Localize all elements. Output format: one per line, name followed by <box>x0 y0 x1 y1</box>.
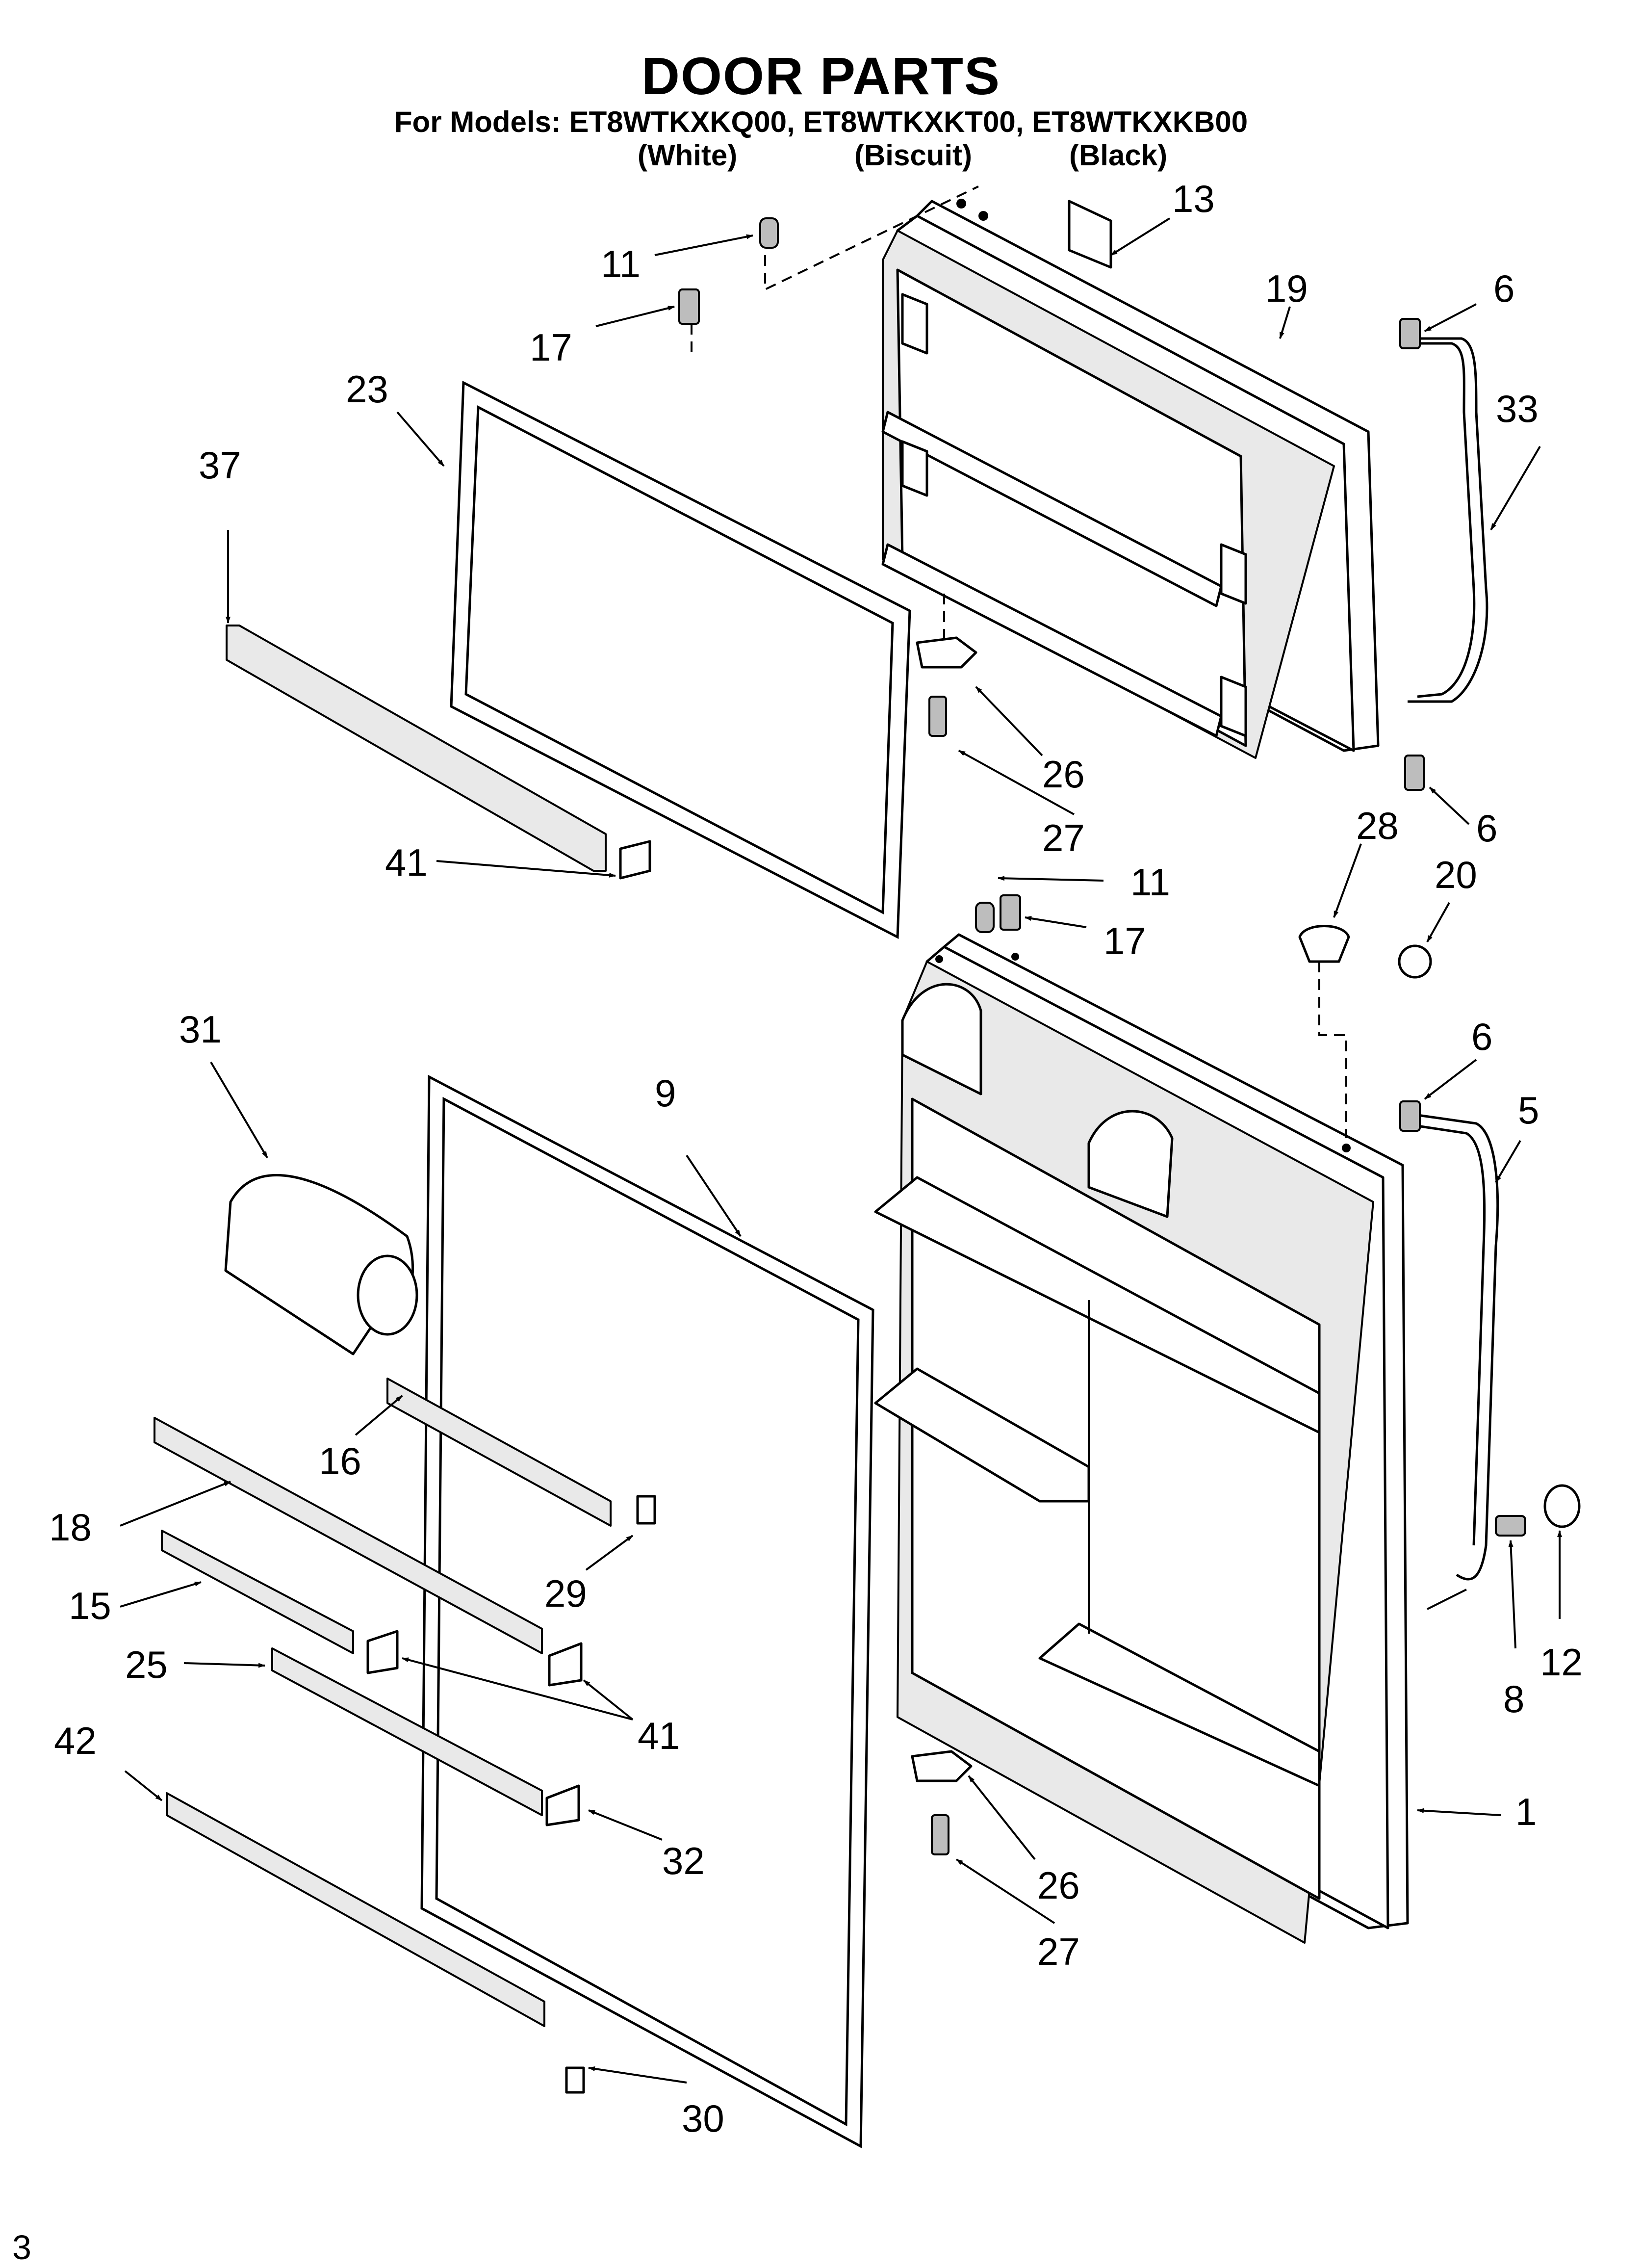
screw-27-lower <box>931 1814 949 1855</box>
callout-17a: 17 <box>530 326 572 369</box>
callout-11b: 11 <box>1130 860 1170 904</box>
freezer-handle-33-part <box>1408 337 1488 703</box>
callout-31: 31 <box>179 1008 222 1051</box>
trim-strip-42-part <box>166 1792 545 2027</box>
label-13-part <box>1068 200 1112 269</box>
callout-30: 30 <box>682 2097 724 2140</box>
variant-black: (Black) <box>1069 139 1168 172</box>
callout-19: 19 <box>1265 267 1308 310</box>
leader-lines <box>120 217 1562 2084</box>
freezer-door-part <box>881 199 1380 759</box>
plug-28-part <box>1298 925 1350 963</box>
end-cap-32 <box>545 1784 580 1826</box>
callout-1: 1 <box>1515 1790 1537 1833</box>
end-cap-41-right <box>548 1642 583 1687</box>
trim-strip-15-part <box>161 1530 354 1654</box>
screw-8-part <box>1495 1515 1526 1537</box>
freezer-gasket-part <box>450 380 911 939</box>
callout-27a: 27 <box>1042 816 1085 860</box>
callout-33: 33 <box>1496 387 1539 430</box>
end-cap-41-upper <box>619 840 651 880</box>
hinge-26-upper <box>916 636 977 669</box>
screw-11-upper <box>759 217 779 249</box>
page-title: DOOR PARTS <box>641 46 1001 105</box>
callout-12: 12 <box>1540 1641 1583 1684</box>
variant-biscuit: (Biscuit) <box>854 139 972 172</box>
callout-16: 16 <box>319 1439 361 1483</box>
callout-8: 8 <box>1503 1677 1524 1721</box>
variant-white: (White) <box>638 139 738 172</box>
trim-strip-16-part <box>386 1378 612 1527</box>
screw-17-upper <box>678 288 700 325</box>
callout-18: 18 <box>49 1506 92 1549</box>
trim-strip-18-part <box>154 1417 543 1654</box>
screw-17-lower <box>1000 894 1021 931</box>
fresh-food-door-part <box>874 933 1409 1944</box>
callout-25: 25 <box>125 1643 168 1686</box>
callout-13: 13 <box>1172 177 1215 220</box>
fresh-food-handle-5-part <box>1407 1112 1499 1581</box>
end-cap-29 <box>636 1495 656 1525</box>
callout-15: 15 <box>69 1584 111 1627</box>
callout-27b: 27 <box>1037 1930 1080 1973</box>
callout-42: 42 <box>54 1719 97 1762</box>
callout-5: 5 <box>1518 1089 1539 1132</box>
callout-41b: 41 <box>638 1714 680 1757</box>
fresh-food-gasket-part <box>420 1074 874 2149</box>
screw-6-b <box>1404 755 1425 791</box>
trim-strip-37-part <box>226 625 607 872</box>
callout-6a: 6 <box>1493 267 1514 310</box>
end-cap-30 <box>565 2066 585 2094</box>
callout-26a: 26 <box>1042 753 1085 796</box>
screw-11-lower <box>975 902 995 933</box>
screw-6-a <box>1399 318 1421 349</box>
models-line: For Models: ET8WTKXKQ00, ET8WTKXKT00, ET… <box>394 105 1248 138</box>
callout-17b: 17 <box>1103 919 1146 963</box>
callout-6b: 6 <box>1476 807 1497 850</box>
callout-41a: 41 <box>385 841 428 884</box>
screw-27-upper <box>928 696 947 737</box>
callout-32: 32 <box>662 1839 705 1882</box>
page-number: 3 <box>12 2228 31 2267</box>
callout-37: 37 <box>199 443 241 487</box>
callout-26b: 26 <box>1037 1864 1080 1907</box>
end-cap-41-left <box>366 1630 399 1674</box>
plug-20-part <box>1398 944 1432 979</box>
screw-6-c <box>1399 1100 1421 1132</box>
callout-6c: 6 <box>1471 1015 1492 1058</box>
callout-28: 28 <box>1356 804 1399 847</box>
callout-23: 23 <box>346 367 388 411</box>
callout-11a: 11 <box>601 242 641 286</box>
callout-29: 29 <box>544 1572 587 1615</box>
trim-strip-25-part <box>271 1647 543 1816</box>
hinge-26-lower <box>911 1750 973 1782</box>
cap-12-part <box>1543 1484 1581 1528</box>
callout-9: 9 <box>655 1071 676 1115</box>
callout-20: 20 <box>1435 853 1477 896</box>
